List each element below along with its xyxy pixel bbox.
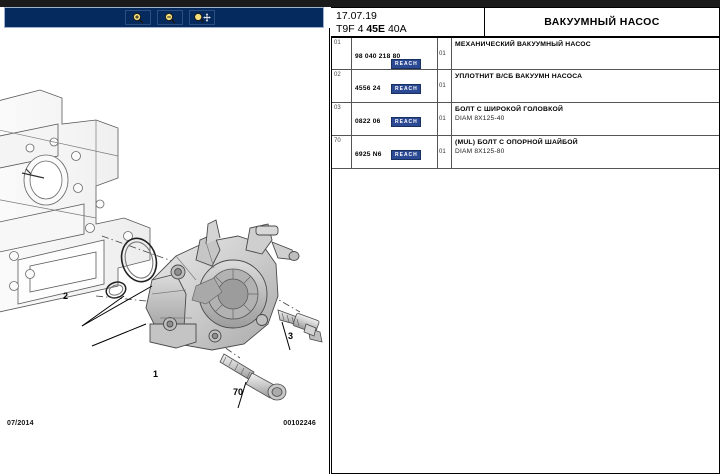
part-description: (MUL) БОЛТ С ОПОРНОЙ ШАЙБОЙ [455, 139, 578, 146]
row-part-number-cell: 4556 24 REACH [352, 70, 438, 102]
row-index: 01 [332, 38, 352, 69]
part-number: 6925 N6 [355, 151, 382, 158]
table-row[interactable]: 02 4556 24 REACH 01 УПЛОТНИТ В/СБ ВАКУУМ… [332, 70, 720, 103]
table-row[interactable]: 70 6925 N6 REACH 01 (MUL) БОЛТ С ОПОРНОЙ… [332, 136, 720, 169]
part-description: УПЛОТНИТ В/СБ ВАКУУМН НАСОСА [455, 73, 583, 80]
row-index: 02 [332, 70, 352, 102]
row-quantity: 01 [438, 103, 452, 135]
header-code-bold: 45E [366, 22, 386, 35]
row-part-number-cell: 0822 06 REACH [352, 103, 438, 135]
viewer-toolbar [4, 7, 324, 28]
part-number: 98 040 218 80 [355, 53, 401, 60]
header-code: T9F 4 45E 40A [336, 23, 484, 36]
bolt-item-70 [219, 353, 287, 401]
oring-large [120, 237, 158, 283]
drawing-date: 07/2014 [7, 420, 34, 427]
header-meta: 17.07.19 T9F 4 45E 40A [331, 8, 485, 36]
zoom-pan-button[interactable] [189, 10, 215, 25]
pane-left-border [331, 37, 332, 474]
header-code-prefix: T9F 4 [336, 22, 367, 35]
row-quantity: 01 [438, 136, 452, 168]
title-strip [0, 0, 720, 7]
reach-badge: REACH [391, 84, 421, 94]
reach-badge: REACH [391, 150, 421, 160]
engine-block-bores [9, 137, 133, 291]
technical-drawing-pane[interactable]: 1 2 3 70 07/2014 00102246 [0, 28, 330, 474]
header-title-cell: ВАКУУМНЫЙ НАСОС [485, 8, 719, 36]
zoom-in-button[interactable] [125, 10, 151, 25]
header-code-suffix: 40A [385, 22, 407, 35]
header-date: 17.07.19 [336, 9, 377, 22]
exploded-view-diagram [0, 89, 323, 409]
engine-block-pin [21, 168, 45, 179]
parts-list-pane: 17.07.19 T9F 4 45E 40A ВАКУУМНЫЙ НАСОС 0… [331, 7, 720, 474]
part-description: МЕХАНИЧЕСКИЙ ВАКУУМНЫЙ НАСОС [455, 41, 591, 48]
zoom-out-button[interactable] [157, 10, 183, 25]
zoom-out-icon [163, 12, 177, 24]
vacuum-pump-drawing [145, 219, 300, 351]
table-row[interactable]: 03 0822 06 REACH 01 БОЛТ С ШИРОКОЙ ГОЛОВ… [332, 103, 720, 136]
row-index: 03 [332, 103, 352, 135]
part-number: 4556 24 [355, 85, 381, 92]
row-quantity: 01 [438, 38, 452, 69]
callout-70: 70 [233, 387, 244, 397]
row-part-number-cell: 6925 N6 REACH [352, 136, 438, 168]
row-description-cell: МЕХАНИЧЕСКИЙ ВАКУУМНЫЙ НАСОС [452, 38, 719, 69]
page-title: ВАКУУМНЫЙ НАСОС [544, 16, 660, 28]
reach-badge: REACH [391, 117, 421, 127]
row-description-cell: УПЛОТНИТ В/СБ ВАКУУМН НАСОСА [452, 70, 719, 102]
callout-1: 1 [153, 369, 159, 379]
callout-2: 2 [63, 291, 69, 301]
table-row[interactable]: 01 98 040 218 80 REACH 01 МЕХАНИЧЕСКИЙ В… [332, 37, 720, 70]
bolt-item-3 [277, 309, 323, 343]
part-spec: DIAM 8X125-80 [455, 148, 505, 155]
callout-leader-lines [81, 285, 291, 409]
parts-table: 01 98 040 218 80 REACH 01 МЕХАНИЧЕСКИЙ В… [331, 37, 720, 169]
row-part-number-cell: 98 040 218 80 REACH [352, 38, 438, 69]
zoom-in-icon [131, 12, 145, 24]
part-spec: DIAM 8X125-40 [455, 115, 505, 122]
row-index: 70 [332, 136, 352, 168]
part-description: БОЛТ С ШИРОКОЙ ГОЛОВКОЙ [455, 106, 564, 113]
oring-small [105, 281, 127, 299]
row-quantity: 01 [438, 70, 452, 102]
reach-badge: REACH [391, 59, 421, 69]
callout-3: 3 [288, 331, 294, 341]
zoom-pan-icon [193, 12, 211, 24]
row-description-cell: БОЛТ С ШИРОКОЙ ГОЛОВКОЙ DIAM 8X125-40 [452, 103, 719, 135]
row-description-cell: (MUL) БОЛТ С ОПОРНОЙ ШАЙБОЙ DIAM 8X125-8… [452, 136, 719, 168]
parts-header: 17.07.19 T9F 4 45E 40A ВАКУУМНЫЙ НАСОС [331, 7, 720, 37]
engine-block-drawing [0, 89, 151, 313]
drawing-number: 00102246 [283, 420, 316, 427]
part-number: 0822 06 [355, 118, 381, 125]
